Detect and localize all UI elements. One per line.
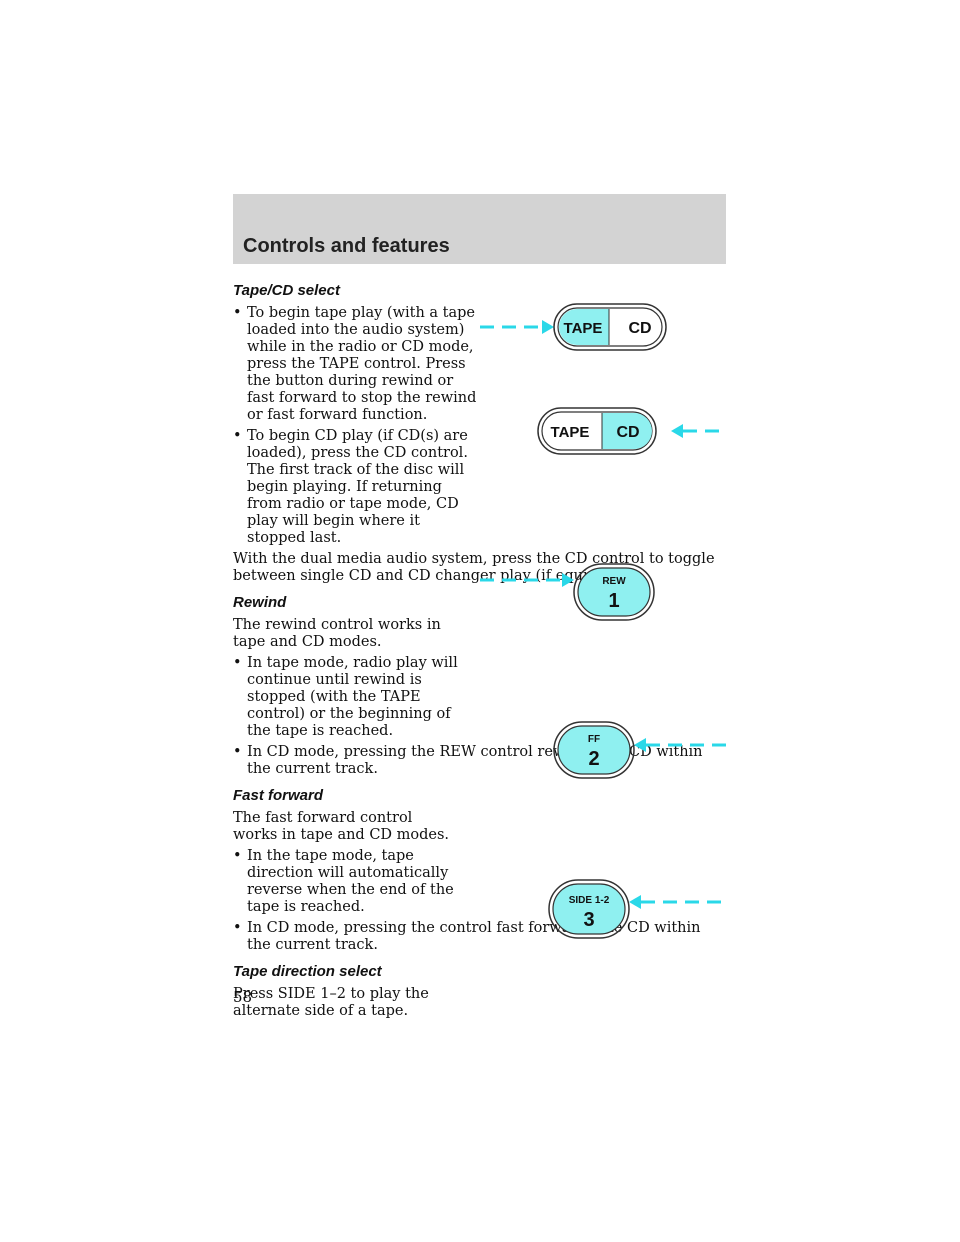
cd-highlight xyxy=(602,413,652,449)
bullet-dot: • xyxy=(233,655,242,671)
preset-number-3: 3 xyxy=(583,909,594,931)
rew-button-figure: REW 1 xyxy=(470,560,660,625)
bullet-text: To begin CD play (if CD(s) are loaded), … xyxy=(247,428,468,546)
bullet-rewind-tape: • In tape mode, radio play will continue… xyxy=(233,655,477,740)
heading-tape-cd-select: Tape/CD select xyxy=(233,282,340,299)
bullet-text: In tape mode, radio play will continue u… xyxy=(247,655,458,739)
section-title: Controls and features xyxy=(243,235,450,257)
bullet-dot: • xyxy=(233,428,242,444)
bullet-cd-play: • To begin CD play (if CD(s) are loaded)… xyxy=(233,428,477,547)
preset-number-1: 1 xyxy=(608,590,619,612)
bullet-ff-tape: • In the tape mode, tape direction will … xyxy=(233,848,477,916)
heading-rewind: Rewind xyxy=(233,594,287,611)
bullet-text: To begin tape play (with a tape loaded i… xyxy=(247,305,477,423)
arrow-head-icon xyxy=(542,320,554,334)
ff-label: FF xyxy=(588,734,600,745)
tape-label: TAPE xyxy=(551,424,590,441)
tape-cd-figure-cd: TAPE CD xyxy=(534,404,729,459)
heading-fast-forward: Fast forward xyxy=(233,787,324,804)
page-number: 58 xyxy=(233,988,253,1006)
para-side-select: Press SIDE 1–2 to play the alternate sid… xyxy=(233,986,429,1019)
bullet-dot: • xyxy=(233,920,242,936)
para-ff-modes: The fast forward control works in tape a… xyxy=(233,810,450,843)
bullet-dot: • xyxy=(233,305,242,321)
ff-button-figure: FF 2 xyxy=(550,718,730,783)
side-label: SIDE 1-2 xyxy=(569,895,610,906)
tape-cd-figure-tape: TAPE CD xyxy=(470,300,670,355)
tape-highlight xyxy=(559,309,609,345)
cd-label: CD xyxy=(616,424,639,441)
side-button-figure: SIDE 1-2 3 xyxy=(545,876,730,941)
tape-label: TAPE xyxy=(564,320,603,337)
section-header-band: Controls and features xyxy=(233,194,726,264)
heading-tape-direction: Tape direction select xyxy=(233,963,382,980)
arrow-head-icon xyxy=(671,424,683,438)
bullet-text: In the tape mode, tape direction will au… xyxy=(247,848,454,915)
rew-label: REW xyxy=(602,576,626,587)
arrow-head-icon xyxy=(634,738,646,752)
bullet-dot: • xyxy=(233,744,242,760)
bullet-tape-play: • To begin tape play (with a tape loaded… xyxy=(233,305,477,424)
cd-label: CD xyxy=(628,320,651,337)
bullet-dot: • xyxy=(233,848,242,864)
preset-number-2: 2 xyxy=(588,748,599,770)
arrow-head-icon xyxy=(562,573,574,587)
para-rewind-modes: The rewind control works in tape and CD … xyxy=(233,617,441,650)
arrow-head-icon xyxy=(629,895,641,909)
